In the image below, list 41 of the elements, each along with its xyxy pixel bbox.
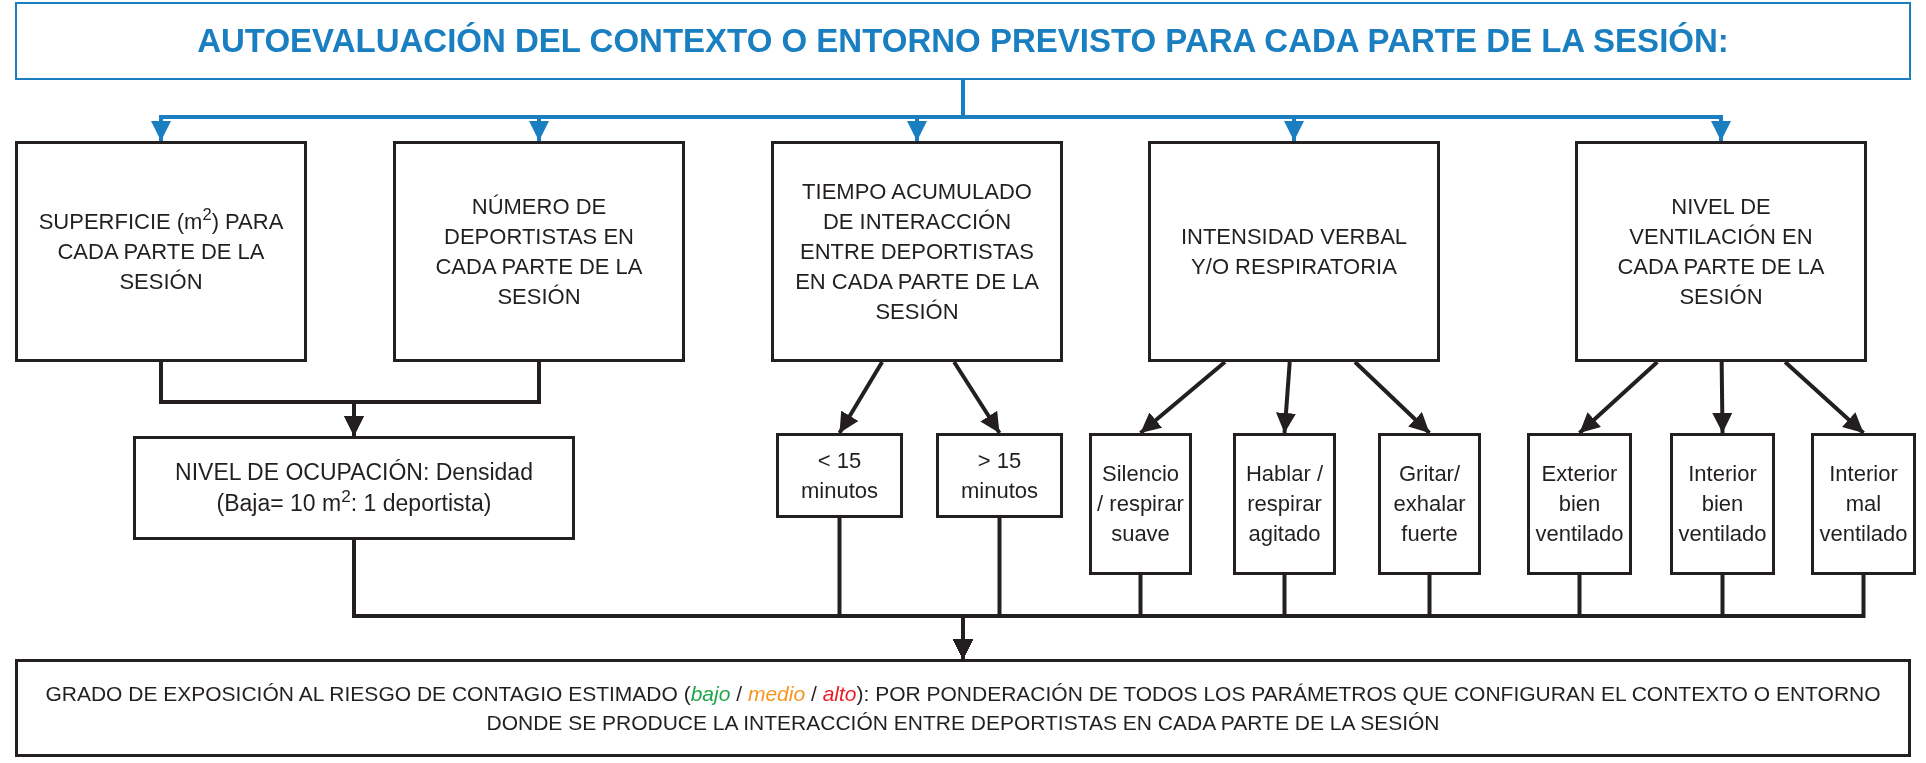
process-box <box>1527 433 1632 575</box>
process-box <box>936 433 1063 518</box>
arrow <box>1353 360 1431 435</box>
arrow <box>1139 360 1227 435</box>
process-box <box>1670 433 1775 575</box>
box-label: Interior bien ventilado <box>1677 460 1768 548</box>
result-box <box>15 659 1911 757</box>
box-label: NÚMERO DE DEPORTISTAS EN CADA PARTE DE LA SESIÓN <box>434 192 644 311</box>
title-text: AUTOEVALUACIÓN DEL CONTEXTO O ENTORNO PREVISTO PARA CADA PARTE DE LA SESIÓN: <box>197 21 1729 62</box>
box-label: Exterior bien ventilado <box>1534 460 1625 548</box>
arrow <box>837 360 884 435</box>
title-box <box>15 2 1911 80</box>
process-box <box>15 141 307 362</box>
process-box <box>393 141 685 362</box>
process-box <box>133 436 575 540</box>
process-box <box>1575 141 1867 362</box>
process-box <box>1811 433 1916 575</box>
arrow <box>1276 361 1296 434</box>
arrow <box>952 360 1002 435</box>
process-box <box>1233 433 1336 575</box>
box-label: Interior mal ventilado <box>1818 460 1909 548</box>
box-label: Gritar/ exhalar fuerte <box>1392 460 1467 548</box>
arrow <box>1783 360 1865 435</box>
arrow <box>1578 360 1659 435</box>
box-label: > 15 minutos <box>959 446 1039 505</box>
arrow <box>344 362 541 436</box>
arrow <box>1712 361 1733 434</box>
process-box <box>776 433 903 518</box>
box-label: Silencio / respirar suave <box>1096 460 1185 548</box>
process-box <box>771 141 1063 362</box>
process-box <box>1089 433 1192 575</box>
box-label: SUPERFICIE (m$^{2}$) PARA CADA PARTE DE LA SESIÓN <box>38 206 284 296</box>
box-label: < 15 minutos <box>799 446 879 505</box>
process-box <box>1148 141 1440 362</box>
box-label: TIEMPO ACUMULADO DE INTERACCIÓN ENTRE DEPORTISTAS EN CADA PARTE DE LA SESIÓN <box>794 177 1040 326</box>
box-label: NIVEL DE VENTILACIÓN EN CADA PARTE DE LA SESIÓN <box>1616 192 1826 311</box>
process-box <box>1378 433 1481 575</box>
box-label: INTENSIDAD VERBAL Y/O RESPIRATORIA <box>1179 222 1409 281</box>
box-label: GRADO DE EXPOSICIÓN AL RIESGO DE CONTAGIO ESTIMADO (bajo / medio / alto): POR PONDERACIÓN DE TODOS LOS PARÁMETROS QUE CONFIGURAN EL CONTEXTO O ENTORNO DONDE SE PRODUCE LA INTERACCIÓN ENTRE DEPORTISTAS EN CADA PARTE DE LA SESIÓN <box>44 681 1882 736</box>
box-label: Hablar / respirar agitado <box>1244 460 1324 548</box>
box-label: NIVEL DE OCUPACIÓN: Densidad (Baja= 10 m$^{2}$: 1 deportista) <box>174 458 534 518</box>
